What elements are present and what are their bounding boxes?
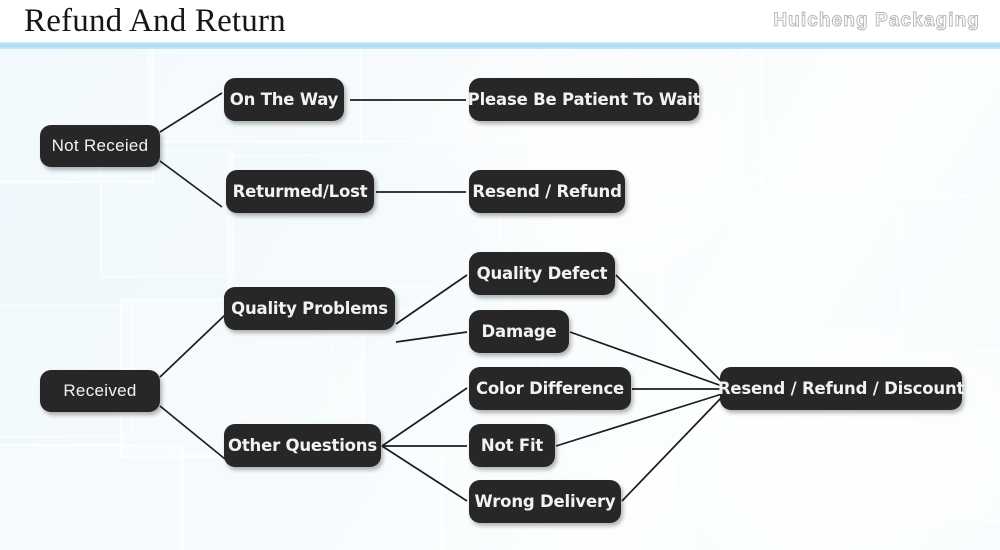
node-label: Quality Defect <box>476 264 608 283</box>
diagram-canvas: Not Receied Received On The Way Returmed… <box>0 49 1000 550</box>
node-label: Quality Problems <box>231 299 388 318</box>
edge-other-questions-color-difference <box>381 387 468 447</box>
slide-header: Refund And Return Huicheng Packaging <box>0 0 1000 42</box>
edge-wrong-delivery-resend-refund-discount <box>621 396 723 502</box>
edge-received-quality-problems <box>159 314 226 378</box>
node-quality-defect[interactable]: Quality Defect <box>469 252 615 295</box>
edge-not-received-returned-lost <box>159 160 223 208</box>
edge-damage-resend-refund-discount <box>569 331 723 387</box>
node-other-questions[interactable]: Other Questions <box>224 424 381 467</box>
node-label: Wrong Delivery <box>474 492 616 511</box>
node-resend-refund[interactable]: Resend / Refund <box>469 170 625 213</box>
node-returned-lost[interactable]: Returmed/Lost <box>226 170 374 213</box>
node-label: Not Receied <box>51 136 149 155</box>
edge-other-questions-wrong-delivery <box>381 445 468 502</box>
node-resend-refund-discount[interactable]: Resend / Refund / Discount <box>717 367 965 410</box>
connector-lines <box>159 92 723 502</box>
node-label: Received <box>63 381 137 400</box>
edge-not-received-on-the-way <box>159 92 223 133</box>
node-wrong-delivery[interactable]: Wrong Delivery <box>469 480 621 523</box>
node-received[interactable]: Received <box>40 370 160 412</box>
node-label: Damage <box>481 322 557 341</box>
brand-watermark: Huicheng Packaging <box>773 10 980 32</box>
page-title: Refund And Return <box>24 3 286 39</box>
node-label: Not Fit <box>480 436 544 455</box>
node-on-the-way[interactable]: On The Way <box>224 78 344 121</box>
node-label: Returmed/Lost <box>232 182 368 201</box>
node-color-difference[interactable]: Color Difference <box>469 367 631 410</box>
edge-quality-problems-quality-defect <box>395 274 468 325</box>
node-label: Resend / Refund <box>472 182 622 201</box>
node-label: Resend / Refund / Discount <box>717 379 965 398</box>
node-label: Please Be Patient To Wait <box>467 90 701 109</box>
edge-quality-defect-resend-refund-discount <box>615 274 723 383</box>
node-quality-problems[interactable]: Quality Problems <box>224 287 395 330</box>
node-damage[interactable]: Damage <box>469 310 569 353</box>
edge-received-other-questions <box>159 405 226 460</box>
node-please-be-patient-to-wait[interactable]: Please Be Patient To Wait <box>467 78 701 121</box>
node-not-fit[interactable]: Not Fit <box>469 424 555 467</box>
background-tile <box>0 444 184 550</box>
header-divider <box>0 42 1000 49</box>
node-not-received[interactable]: Not Receied <box>40 125 160 167</box>
edge-quality-problems-damage <box>395 331 468 343</box>
node-label: Other Questions <box>228 436 377 455</box>
edge-not-fit-resend-refund-discount <box>555 393 723 447</box>
background-tile <box>100 149 234 278</box>
node-label: Color Difference <box>475 379 625 398</box>
node-label: On The Way <box>229 90 339 109</box>
